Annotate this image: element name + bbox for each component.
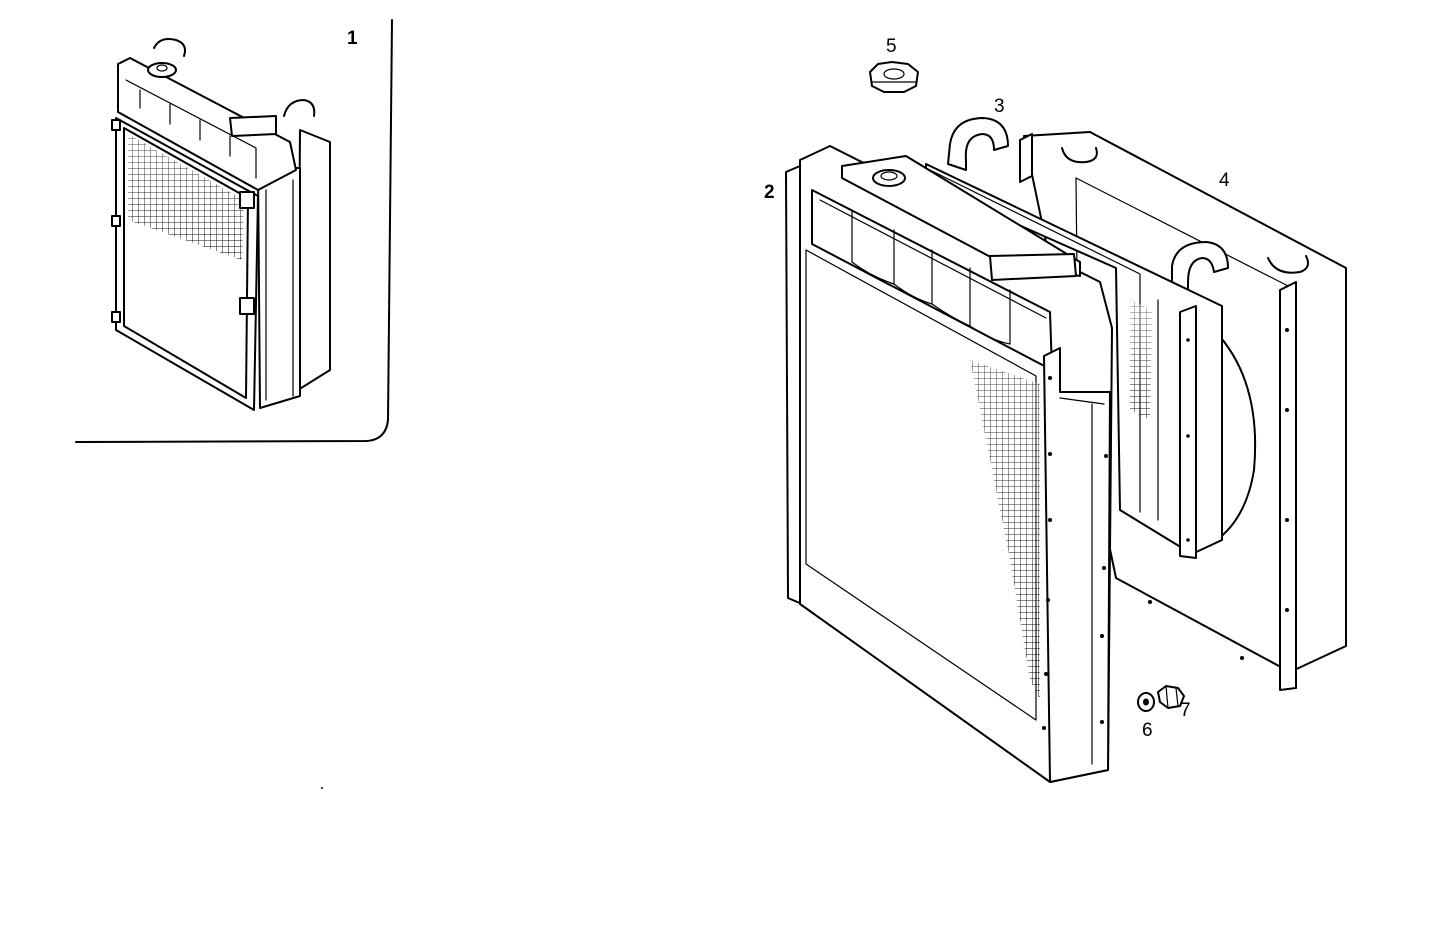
hose-bend-top	[947, 117, 1009, 171]
shroud-flange	[1279, 281, 1297, 691]
hose-bend-lower	[1171, 241, 1229, 301]
inset-side-panel	[257, 167, 301, 409]
radiator-filler-neck	[872, 169, 906, 187]
callout-7: 7	[1180, 700, 1191, 721]
radiator-part-2	[785, 145, 1113, 783]
callout-5: 5	[886, 36, 897, 57]
radiator-side-channel	[1043, 347, 1111, 783]
inset-filler-neck	[147, 62, 177, 78]
inset-assembled-radiator	[75, 19, 393, 443]
inset-shroud	[297, 129, 331, 391]
inset-outlet-boss	[229, 115, 277, 137]
inset-top-tank	[117, 57, 297, 191]
nut-part-7	[1157, 685, 1185, 709]
fan-ring	[1213, 329, 1257, 543]
inset-border	[75, 19, 393, 443]
upper-hose-part-3	[947, 117, 1229, 301]
callout-1: 1	[347, 28, 358, 49]
callout-2: 2	[764, 182, 775, 203]
washer-part-6	[1137, 692, 1155, 712]
callout-4: 4	[1219, 170, 1230, 191]
callout-6: 6	[1142, 720, 1153, 741]
callout-3: 3	[994, 96, 1005, 117]
cap-body	[869, 61, 919, 93]
radiator-outlet-boss	[989, 253, 1077, 281]
filler-cap-part-5	[869, 61, 919, 93]
